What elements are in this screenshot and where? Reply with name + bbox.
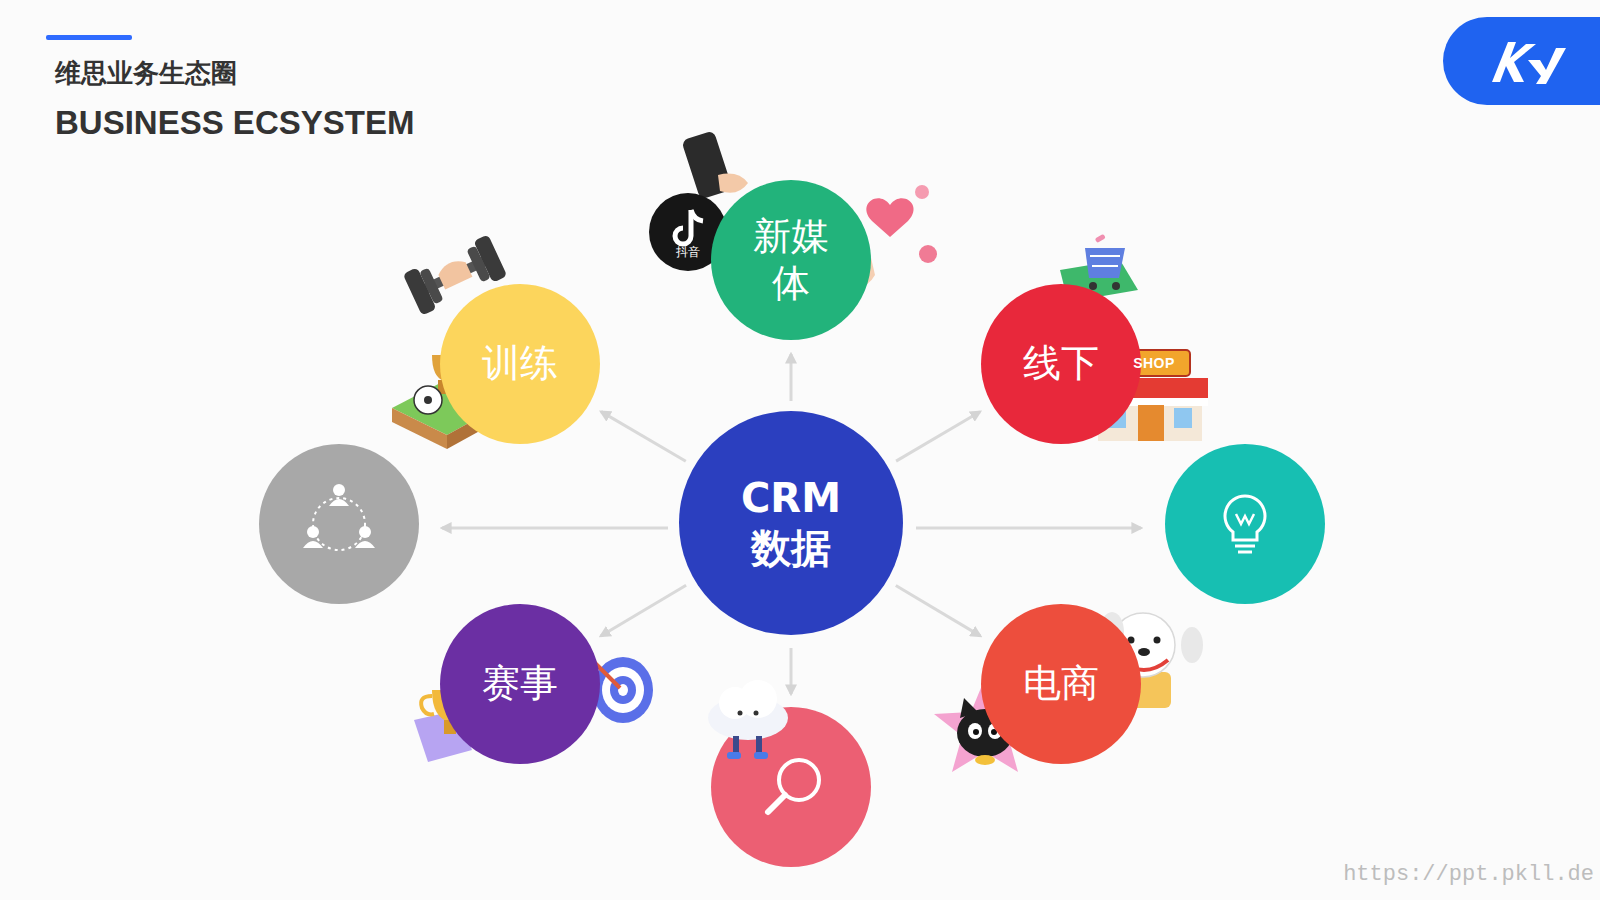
layout-arrow-part <box>442 527 668 530</box>
football-pitch-part <box>414 386 442 414</box>
node-label: CRM 数据 <box>739 473 843 573</box>
category-circle: 新媒体 <box>711 180 871 340</box>
logo-caption: 抖音 <box>676 244 700 261</box>
people-icon-circle-part <box>333 484 345 496</box>
people-icon-circle-part <box>303 541 323 548</box>
arrow-connector <box>896 586 981 636</box>
people-icon-circle-part <box>307 526 319 538</box>
category-circle: CRM 数据 <box>679 411 903 635</box>
arrow-connector <box>896 412 980 461</box>
lightbulb-icon-circle-part <box>1236 514 1254 524</box>
arrow-connector <box>601 412 686 462</box>
logo <box>1443 17 1600 105</box>
hearts-part <box>915 185 929 199</box>
people-icon-circle-part <box>329 499 349 506</box>
logo-part <box>1528 48 1566 84</box>
node-label: 新媒体 <box>749 213 833 308</box>
football-pitch-part <box>392 408 447 449</box>
shopping-cart-part <box>1090 256 1120 266</box>
subtitle: BUSINESS ECSYSTEM <box>55 104 414 142</box>
category-circle: 线下 <box>981 284 1141 444</box>
shop-building-part <box>1174 408 1192 428</box>
watermark: https://ppt.pkll.de <box>1343 862 1594 887</box>
dog-mascot-part <box>1181 627 1203 663</box>
logo-part <box>1443 17 1600 105</box>
people-icon-circle-part <box>355 541 375 548</box>
cat-mascot-part <box>968 723 982 739</box>
cloud-mascot-part <box>754 752 768 759</box>
tiktok-logo-part <box>691 210 703 221</box>
hearts-part <box>919 245 937 263</box>
dumbbell-part <box>436 257 472 290</box>
football-pitch-part <box>424 396 432 404</box>
target-part <box>593 657 653 723</box>
shopping-cart-part <box>1095 234 1106 243</box>
cloud-mascot-part <box>727 752 741 759</box>
node-label: 赛事 <box>482 660 558 708</box>
tiktok-logo-part <box>718 174 748 193</box>
dog-mascot-part <box>1154 637 1161 644</box>
lightbulb-icon-circle <box>1165 444 1325 604</box>
lightbulb-icon-circle-part <box>1225 496 1265 540</box>
lightbulb-icon-circle-part <box>1238 551 1252 554</box>
category-circle: 赛事 <box>440 604 600 764</box>
shop-sign-text: SHOP <box>1133 355 1175 371</box>
cloud-mascot-part <box>756 736 762 754</box>
cat-mascot-part <box>975 755 995 765</box>
header-bar <box>46 35 132 40</box>
node-label: 电商 <box>1023 660 1099 708</box>
dog-mascot-part <box>1138 648 1150 656</box>
people-icon-circle-part <box>259 444 419 604</box>
lightbulb-icon-circle-part <box>1165 444 1325 604</box>
cat-mascot-part <box>973 729 979 735</box>
category-circle: 训练 <box>440 284 600 444</box>
arrow-connector <box>601 585 686 636</box>
people-icon-circle <box>259 444 419 604</box>
arrow-connector <box>790 354 793 401</box>
people-icon-circle-part <box>313 498 365 550</box>
hearts-part <box>866 198 913 237</box>
node-label: 训练 <box>482 340 558 388</box>
logo-part <box>1492 42 1536 82</box>
trophy-part <box>421 696 434 714</box>
layout-arrow-part <box>790 648 793 694</box>
cloud-mascot-part <box>754 711 759 716</box>
shopping-cart-part <box>1112 282 1120 290</box>
people-icon-circle-part <box>359 526 371 538</box>
node-label: 线下 <box>1023 340 1099 388</box>
shopping-cart-part <box>1085 248 1125 278</box>
page-title: 维思业务生态圈 <box>55 56 237 91</box>
layout-arrow-part <box>916 527 1141 530</box>
cloud-mascot-part <box>733 736 739 754</box>
shop-building-part <box>1138 405 1164 441</box>
tiktok-logo-part <box>675 210 691 244</box>
cloud-mascot-part <box>738 711 743 716</box>
cloud-mascot-part <box>739 680 777 718</box>
category-circle: 电商 <box>981 604 1141 764</box>
search-icon-circle-part <box>768 795 785 812</box>
cloud-mascot <box>708 680 788 759</box>
lightbulb-icon-circle-part <box>1235 545 1255 548</box>
